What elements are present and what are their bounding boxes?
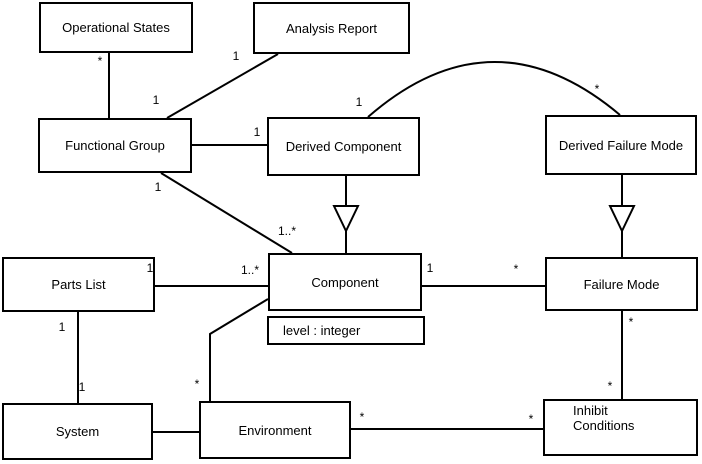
multiplicity-pl-comp-one: 1 <box>146 261 154 275</box>
class-system[interactable]: System <box>2 403 153 460</box>
class-parts-list[interactable]: Parts List <box>2 257 155 312</box>
multiplicity-os-fg-one: 1 <box>152 93 160 107</box>
class-label: Component <box>311 274 379 290</box>
multiplicity-os-fg-star: * <box>97 54 103 68</box>
class-derived-component[interactable]: Derived Component <box>267 117 420 176</box>
class-label: Derived Component <box>285 139 402 154</box>
class-label-line2: Conditions <box>573 418 635 433</box>
class-functional-group[interactable]: Functional Group <box>38 118 192 173</box>
component-attribute-compartment[interactable]: level : integer <box>267 316 425 345</box>
multiplicity-dc-dfm-one: 1 <box>355 95 363 109</box>
multiplicity-fg-dc-one: 1 <box>253 125 261 139</box>
multiplicity-env-ic-star-left: * <box>359 410 365 424</box>
generalization-triangle-icon <box>608 205 636 234</box>
class-derived-failure-mode[interactable]: Derived Failure Mode <box>545 115 697 175</box>
class-label: Environment <box>238 422 312 438</box>
multiplicity-ar-fg-one: 1 <box>232 49 240 63</box>
class-failure-mode[interactable]: Failure Mode <box>545 257 698 311</box>
attribute-label: level : integer <box>283 323 361 338</box>
multiplicity-pl-sys-one-top: 1 <box>58 320 66 334</box>
class-environment[interactable]: Environment <box>199 401 351 459</box>
class-label: Parts List <box>51 277 106 292</box>
multiplicity-comp-env-star: * <box>194 377 200 391</box>
class-analysis-report[interactable]: Analysis Report <box>253 2 410 54</box>
class-label-line1: Inhibit <box>573 403 608 418</box>
class-operational-states[interactable]: Operational States <box>39 2 193 53</box>
multiplicity-fg-comp-many: 1..* <box>277 224 297 238</box>
multiplicity-fg-comp-one: 1 <box>154 180 162 194</box>
edge-derivedcomponent-derivedfailuremode-arc <box>367 61 621 118</box>
generalization-triangle-icon <box>332 205 360 234</box>
multiplicity-pl-sys-one-bottom: 1 <box>78 380 86 394</box>
class-label: Derived Failure Mode <box>558 137 684 153</box>
class-label: System <box>55 424 100 439</box>
multiplicity-comp-fm-one: 1 <box>426 261 434 275</box>
class-label: Functional Group <box>65 138 165 153</box>
class-label: Operational States <box>62 20 170 35</box>
class-label: Failure Mode <box>583 276 660 292</box>
multiplicity-env-ic-star-right: * <box>528 412 534 426</box>
class-label: Analysis Report <box>285 20 378 36</box>
multiplicity-fm-ic-star-top: * <box>628 315 634 329</box>
multiplicity-comp-fm-star: * <box>513 262 519 276</box>
edge-functionalgroup-component <box>160 172 293 254</box>
multiplicity-fm-ic-star-bottom: * <box>607 379 613 393</box>
class-component[interactable]: Component <box>268 253 422 311</box>
multiplicity-pl-comp-many: 1..* <box>240 263 260 277</box>
edge-analysisreport-functionalgroup <box>166 53 279 119</box>
edge-component-environment <box>209 298 269 401</box>
class-inhibit-conditions[interactable]: Inhibit Conditions <box>543 399 698 456</box>
multiplicity-dc-dfm-star: * <box>594 82 600 96</box>
